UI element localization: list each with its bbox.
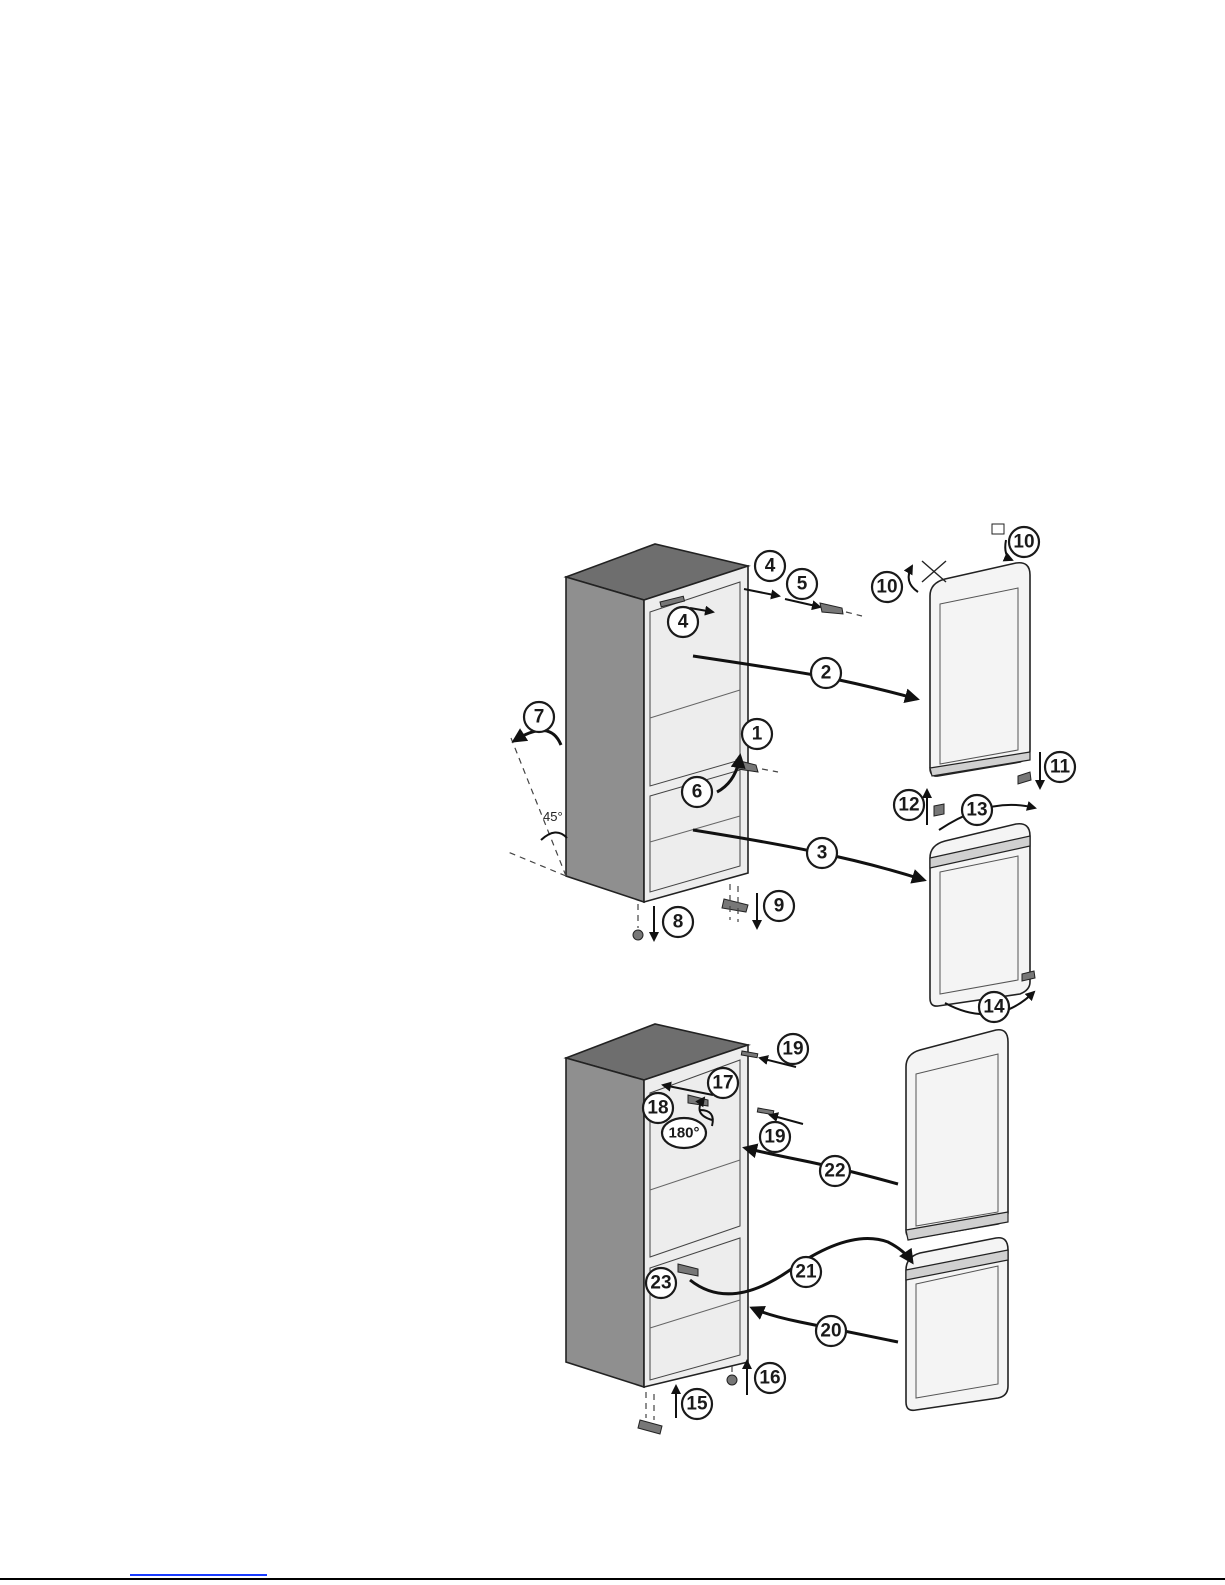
- callout-label: 11: [1050, 757, 1071, 778]
- callout-12: 12: [894, 790, 924, 820]
- callout-label: 10: [1013, 532, 1034, 553]
- callout-19: 19: [778, 1034, 808, 1064]
- footer-rule: [0, 1578, 1225, 1580]
- callout-label: 4: [765, 556, 776, 577]
- callout-label: 14: [983, 997, 1005, 1018]
- callout-8: 8: [663, 907, 693, 937]
- footer-link-underline: [130, 1574, 267, 1576]
- callout-label: 23: [650, 1273, 671, 1294]
- callout-label: 17: [712, 1073, 733, 1094]
- callout-label: 18: [647, 1098, 668, 1119]
- callout-label: 16: [759, 1368, 780, 1389]
- callout-label: 4: [678, 612, 689, 633]
- rotate-angle-label: 180°: [668, 1125, 699, 1142]
- callout-label: 7: [534, 707, 545, 728]
- rotate-callout: 180°: [662, 1118, 706, 1148]
- callout-6: 6: [682, 777, 712, 807]
- upper-door-reinstalled: [906, 1030, 1008, 1240]
- callout-23: 23: [646, 1268, 676, 1298]
- callout-1: 1: [742, 719, 772, 749]
- callout-3: 3: [807, 838, 837, 868]
- callout-label: 20: [820, 1321, 841, 1342]
- callout-16: 16: [755, 1363, 785, 1393]
- callout-13: 13: [962, 795, 992, 825]
- callout-10: 10: [1009, 527, 1039, 557]
- callout-14: 14: [979, 992, 1009, 1022]
- callout-label: 10: [876, 577, 897, 598]
- callout-11: 11: [1045, 752, 1075, 782]
- callout-label: 19: [782, 1039, 803, 1060]
- callout-label: 21: [795, 1262, 817, 1283]
- fridge-cabinet-top: [566, 544, 748, 902]
- callout-9: 9: [764, 891, 794, 921]
- callout-label: 19: [764, 1127, 785, 1148]
- callout-4: 4: [755, 551, 785, 581]
- callout-label: 15: [686, 1394, 708, 1415]
- callout-7: 7: [524, 702, 554, 732]
- callout-21: 21: [791, 1257, 821, 1287]
- callout-label: 12: [898, 795, 919, 816]
- callout-label: 8: [673, 912, 684, 933]
- callout-label: 13: [966, 800, 987, 821]
- callout-18: 18: [643, 1093, 673, 1123]
- callout-15: 15: [682, 1389, 712, 1419]
- callout-label: 2: [821, 663, 832, 684]
- callout-5: 5: [787, 569, 817, 599]
- callout-2: 2: [811, 658, 841, 688]
- callout-label: 5: [797, 574, 808, 595]
- callout-label: 3: [817, 843, 828, 864]
- callout-19: 19: [760, 1122, 790, 1152]
- upper-door-removed: [909, 524, 1040, 830]
- callout-20: 20: [816, 1316, 846, 1346]
- tilt-guide: 45°: [508, 730, 567, 876]
- callout-4: 4: [668, 607, 698, 637]
- callout-label: 1: [752, 724, 763, 745]
- callout-label: 9: [774, 896, 785, 917]
- callout-label: 22: [824, 1161, 845, 1182]
- callout-17: 17: [708, 1068, 738, 1098]
- callout-22: 22: [820, 1156, 850, 1186]
- tilt-angle-label: 45°: [543, 809, 563, 824]
- callout-10: 10: [872, 572, 902, 602]
- callout-label: 6: [692, 782, 703, 803]
- lower-door-reinstalled: [906, 1238, 1008, 1411]
- lower-door-removed: [930, 824, 1035, 1014]
